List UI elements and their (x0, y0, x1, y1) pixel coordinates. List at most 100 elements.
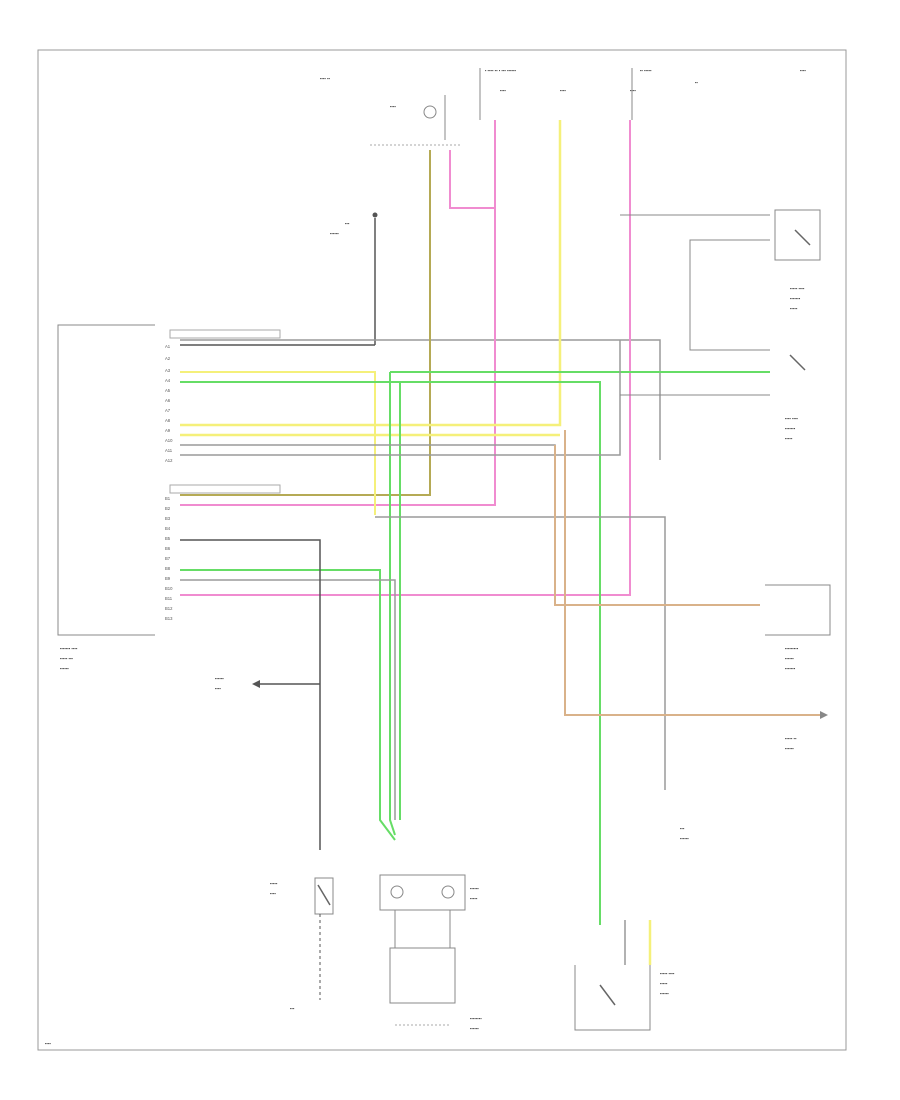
svg-text:▪▪▪▪▪▪▪: ▪▪▪▪▪▪▪ (790, 296, 801, 301)
svg-text:▪▪▪▪▪▪: ▪▪▪▪▪▪ (680, 836, 689, 841)
wire-pink-2 (180, 120, 631, 596)
svg-text:B11: B11 (165, 596, 173, 601)
svg-text:B8: B8 (165, 566, 171, 571)
module-pins-a: A1 A2 A3 A4 A5 A6 A7 A8 A9 A10 A11 A12 (165, 344, 173, 463)
svg-text:▪▪▪▪▪: ▪▪▪▪▪ (790, 306, 798, 311)
wire-pink-1 (180, 120, 496, 506)
svg-text:B10: B10 (165, 586, 173, 591)
relay-icon (774, 209, 821, 261)
svg-text:▪▪▪▪: ▪▪▪▪ (800, 68, 806, 73)
connector-arrow-icon: ▪▪▪▪▪ ▪▪ ▪▪▪▪▪▪ (785, 711, 828, 751)
svg-text:B6: B6 (165, 546, 171, 551)
fuse-block-top: ▪ ▪▪▪▪ ▪▪ ▪ ▪▪▪ ▪▪▪▪▪▪ ▪▪ ▪▪▪▪▪ ▪▪▪▪ ▪▪▪… (479, 68, 806, 120)
wire-yellow-3 (180, 371, 376, 515)
svg-text:A1: A1 (165, 344, 171, 349)
svg-text:A3: A3 (165, 368, 171, 373)
svg-text:▪▪▪▪: ▪▪▪▪ (560, 88, 566, 93)
svg-text:▪▪▪▪▪ ▪▪: ▪▪▪▪▪ ▪▪ (785, 736, 797, 741)
svg-text:A10: A10 (165, 438, 173, 443)
svg-text:A2: A2 (165, 356, 171, 361)
svg-text:B5: B5 (165, 536, 171, 541)
switch-icon: ▪▪▪▪▪ ▪▪▪▪ ▪▪▪ (270, 877, 334, 1011)
wire-black-b (180, 539, 321, 850)
wire-gray-2 (180, 340, 621, 456)
ground-icon-right: ▪▪▪ ▪▪▪▪▪▪ (680, 826, 689, 841)
svg-text:▪▪▪▪▪▪: ▪▪▪▪▪▪ (470, 1026, 479, 1031)
svg-text:▪▪▪▪▪ ▪▪▪▪: ▪▪▪▪▪ ▪▪▪▪ (660, 971, 675, 976)
svg-text:A5: A5 (165, 388, 171, 393)
module-pins-b: B1 B2 B3 B4 B5 B6 B7 B8 B9 B10 B11 B12 B… (165, 496, 173, 621)
wire-tan-2 (554, 445, 760, 606)
svg-text:▪▪▪▪▪▪: ▪▪▪▪▪▪ (785, 746, 794, 751)
svg-text:▪▪▪▪▪▪: ▪▪▪▪▪▪ (785, 656, 794, 661)
svg-text:B13: B13 (165, 616, 173, 621)
svg-text:▪▪▪▪ ▪▪▪▪: ▪▪▪▪ ▪▪▪▪ (785, 416, 799, 421)
wire-green-3 (389, 372, 396, 836)
wire-gray-top (180, 339, 661, 460)
svg-text:B7: B7 (165, 556, 171, 561)
svg-text:A6: A6 (165, 398, 171, 403)
relay-lower: ▪▪▪▪▪ ▪▪▪▪ ▪▪▪▪▪ ▪▪▪▪▪▪ (574, 920, 675, 1031)
wire-right-bracket (689, 239, 740, 351)
svg-text:B2: B2 (165, 506, 171, 511)
svg-text:▪▪▪▪▪ ▪▪▪: ▪▪▪▪▪ ▪▪▪ (60, 656, 74, 661)
svg-text:▪▪▪▪▪▪: ▪▪▪▪▪▪ (330, 231, 339, 236)
wire-gray-1 (180, 444, 556, 450)
ground-icon: ▪▪▪ ▪▪▪▪▪▪ (330, 212, 378, 345)
svg-text:▪▪ ▪▪▪▪▪: ▪▪ ▪▪▪▪▪ (640, 68, 652, 73)
lamp-assembly: ▪▪▪▪ ▪▪ ▪▪▪▪ (320, 76, 460, 146)
svg-text:A8: A8 (165, 418, 171, 423)
svg-text:▪▪▪▪▪: ▪▪▪▪▪ (785, 436, 793, 441)
svg-text:▪▪▪▪▪▪▪▪▪: ▪▪▪▪▪▪▪▪▪ (785, 646, 799, 651)
svg-text:A9: A9 (165, 428, 171, 433)
svg-text:B9: B9 (165, 576, 171, 581)
svg-text:▪▪▪: ▪▪▪ (290, 1006, 295, 1011)
relay-top: ▪▪▪▪▪ ▪▪▪▪ ▪▪▪▪▪▪▪ ▪▪▪▪▪ (774, 209, 821, 311)
module-right: ▪▪▪▪▪▪▪▪▪ ▪▪▪▪▪▪ ▪▪▪▪▪▪▪ (765, 584, 831, 671)
svg-text:▪▪▪▪▪: ▪▪▪▪▪ (660, 981, 668, 986)
diagram-frame (37, 49, 847, 1051)
lamp-icon (423, 105, 437, 119)
svg-text:▪▪▪▪: ▪▪▪▪ (390, 104, 396, 109)
svg-text:▪▪▪▪▪▪: ▪▪▪▪▪▪ (60, 666, 69, 671)
svg-text:▪▪▪▪▪: ▪▪▪▪▪ (470, 896, 478, 901)
wire-yellow-1 (180, 120, 562, 427)
svg-text:A11: A11 (165, 448, 173, 453)
figure-tag: ▪▪▪▪ (45, 1041, 51, 1046)
svg-text:▪▪▪▪▪▪: ▪▪▪▪▪▪ (215, 676, 224, 681)
svg-text:B12: B12 (165, 606, 173, 611)
connector-left-arrow-icon: ▪▪▪▪▪▪ ▪▪▪▪ (215, 676, 260, 691)
wire-olive (180, 150, 431, 496)
control-module: ▪▪▪▪▪▪▪ ▪▪▪▪ ▪▪▪▪▪ ▪▪▪ ▪▪▪▪▪▪ (57, 324, 281, 671)
wire-pink-jumper (449, 150, 495, 209)
svg-text:▪▪▪▪▪▪: ▪▪▪▪▪▪ (470, 886, 479, 891)
svg-text:▪▪▪: ▪▪▪ (345, 221, 350, 226)
steering-module: ▪▪▪▪▪▪ ▪▪▪▪▪ ▪▪▪▪▪▪▪▪ ▪▪▪▪▪▪ (379, 874, 482, 1031)
wire-tan-1 (564, 430, 820, 716)
wire-gray-4 (180, 579, 396, 820)
svg-text:▪▪▪▪: ▪▪▪▪ (500, 88, 506, 93)
svg-text:▪▪▪▪: ▪▪▪▪ (215, 686, 221, 691)
svg-text:B3: B3 (165, 516, 171, 521)
svg-text:▪▪▪▪▪▪: ▪▪▪▪▪▪ (660, 991, 669, 996)
svg-text:▪▪▪▪ ▪▪: ▪▪▪▪ ▪▪ (320, 76, 331, 81)
relay-bottom: ▪▪▪▪ ▪▪▪▪ ▪▪▪▪▪▪▪ ▪▪▪▪▪ (785, 354, 806, 441)
svg-text:▪▪▪▪: ▪▪▪▪ (630, 88, 636, 93)
svg-text:▪▪▪▪▪▪▪: ▪▪▪▪▪▪▪ (785, 666, 796, 671)
svg-text:A12: A12 (165, 458, 173, 463)
svg-text:A7: A7 (165, 408, 171, 413)
svg-text:▪▪▪▪▪▪▪▪: ▪▪▪▪▪▪▪▪ (470, 1016, 482, 1021)
wire-green-4 (180, 569, 396, 841)
svg-text:A4: A4 (165, 378, 171, 383)
svg-text:B4: B4 (165, 526, 171, 531)
svg-text:▪▪▪▪: ▪▪▪▪ (270, 891, 276, 896)
svg-text:B1: B1 (165, 496, 171, 501)
wire-gray-3 (375, 516, 666, 790)
svg-text:▪ ▪▪▪▪ ▪▪ ▪ ▪▪▪ ▪▪▪▪▪▪: ▪ ▪▪▪▪ ▪▪ ▪ ▪▪▪ ▪▪▪▪▪▪ (485, 68, 517, 73)
svg-text:▪▪▪▪▪▪▪ ▪▪▪▪: ▪▪▪▪▪▪▪ ▪▪▪▪ (60, 646, 78, 651)
svg-text:▪▪▪▪▪ ▪▪▪▪: ▪▪▪▪▪ ▪▪▪▪ (790, 286, 805, 291)
svg-text:▪▪▪▪▪: ▪▪▪▪▪ (270, 881, 278, 886)
svg-text:▪▪▪▪▪▪▪: ▪▪▪▪▪▪▪ (785, 426, 796, 431)
svg-text:▪▪▪: ▪▪▪ (680, 826, 685, 831)
